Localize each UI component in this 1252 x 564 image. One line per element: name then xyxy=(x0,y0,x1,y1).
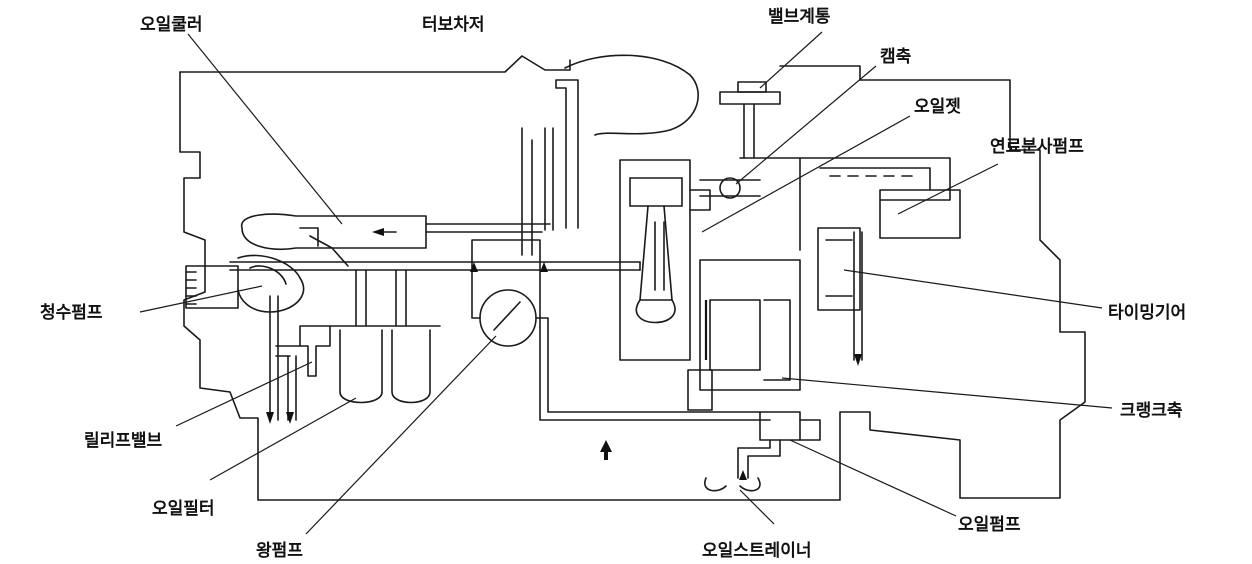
leader-valve-train xyxy=(760,32,822,88)
turbo-return-line xyxy=(545,128,553,230)
engine-outline xyxy=(180,66,1085,500)
leader-timing-gear xyxy=(844,270,1102,308)
label-oil-pump: 오일펌프 xyxy=(958,515,1021,535)
timing-gear xyxy=(818,228,862,366)
water-pump xyxy=(186,255,304,312)
leader-oil-strainer xyxy=(740,490,774,524)
oil-filter xyxy=(330,270,440,403)
label-oil-filter: 오일필터 xyxy=(152,499,215,519)
label-relief-valve: 릴리프밸브 xyxy=(84,431,163,451)
turbo-riser xyxy=(522,128,532,255)
oil-strainer xyxy=(705,470,760,491)
oil-pump xyxy=(738,412,820,478)
label-wang-pump: 왕펌프 xyxy=(256,541,303,561)
oil-cooler xyxy=(242,214,426,266)
fuel-injection-pump xyxy=(800,158,960,238)
label-water-pump: 청수펌프 xyxy=(40,302,103,323)
turbo-oil-line xyxy=(556,80,578,228)
label-oil-strainer: 오일스트레이너 xyxy=(702,541,811,561)
sump-arrow xyxy=(600,440,612,460)
label-turbocharger: 터보차저 xyxy=(422,15,485,35)
label-oil-jet: 오일젯 xyxy=(914,97,961,117)
label-valve-train: 밸브계통 xyxy=(768,7,831,27)
label-fuel-injection-pump: 연료분사펌프 xyxy=(990,137,1084,157)
leader-oil-jet xyxy=(702,116,910,232)
turbocharger-housing xyxy=(565,55,698,135)
leader-oil-cooler xyxy=(188,34,342,224)
piston-assembly xyxy=(620,160,710,360)
leader-crankshaft xyxy=(782,378,1112,408)
leader-oil-filter xyxy=(210,398,356,480)
leader-oil-pump xyxy=(790,440,956,516)
leader-camshaft xyxy=(736,66,876,184)
label-crankshaft: 크랭크축 xyxy=(1120,401,1183,421)
label-oil-cooler: 오일쿨러 xyxy=(140,15,203,35)
crankshaft-assembly xyxy=(688,260,800,410)
leader-fuel-pump xyxy=(898,164,998,214)
relief-valve xyxy=(266,296,330,424)
main-gallery xyxy=(230,262,640,270)
label-timing-gear: 타이밍기어 xyxy=(1108,303,1186,323)
engine-top-left xyxy=(180,56,570,72)
label-camshaft: 캠축 xyxy=(880,47,912,67)
leader-wang-pump xyxy=(306,336,496,534)
